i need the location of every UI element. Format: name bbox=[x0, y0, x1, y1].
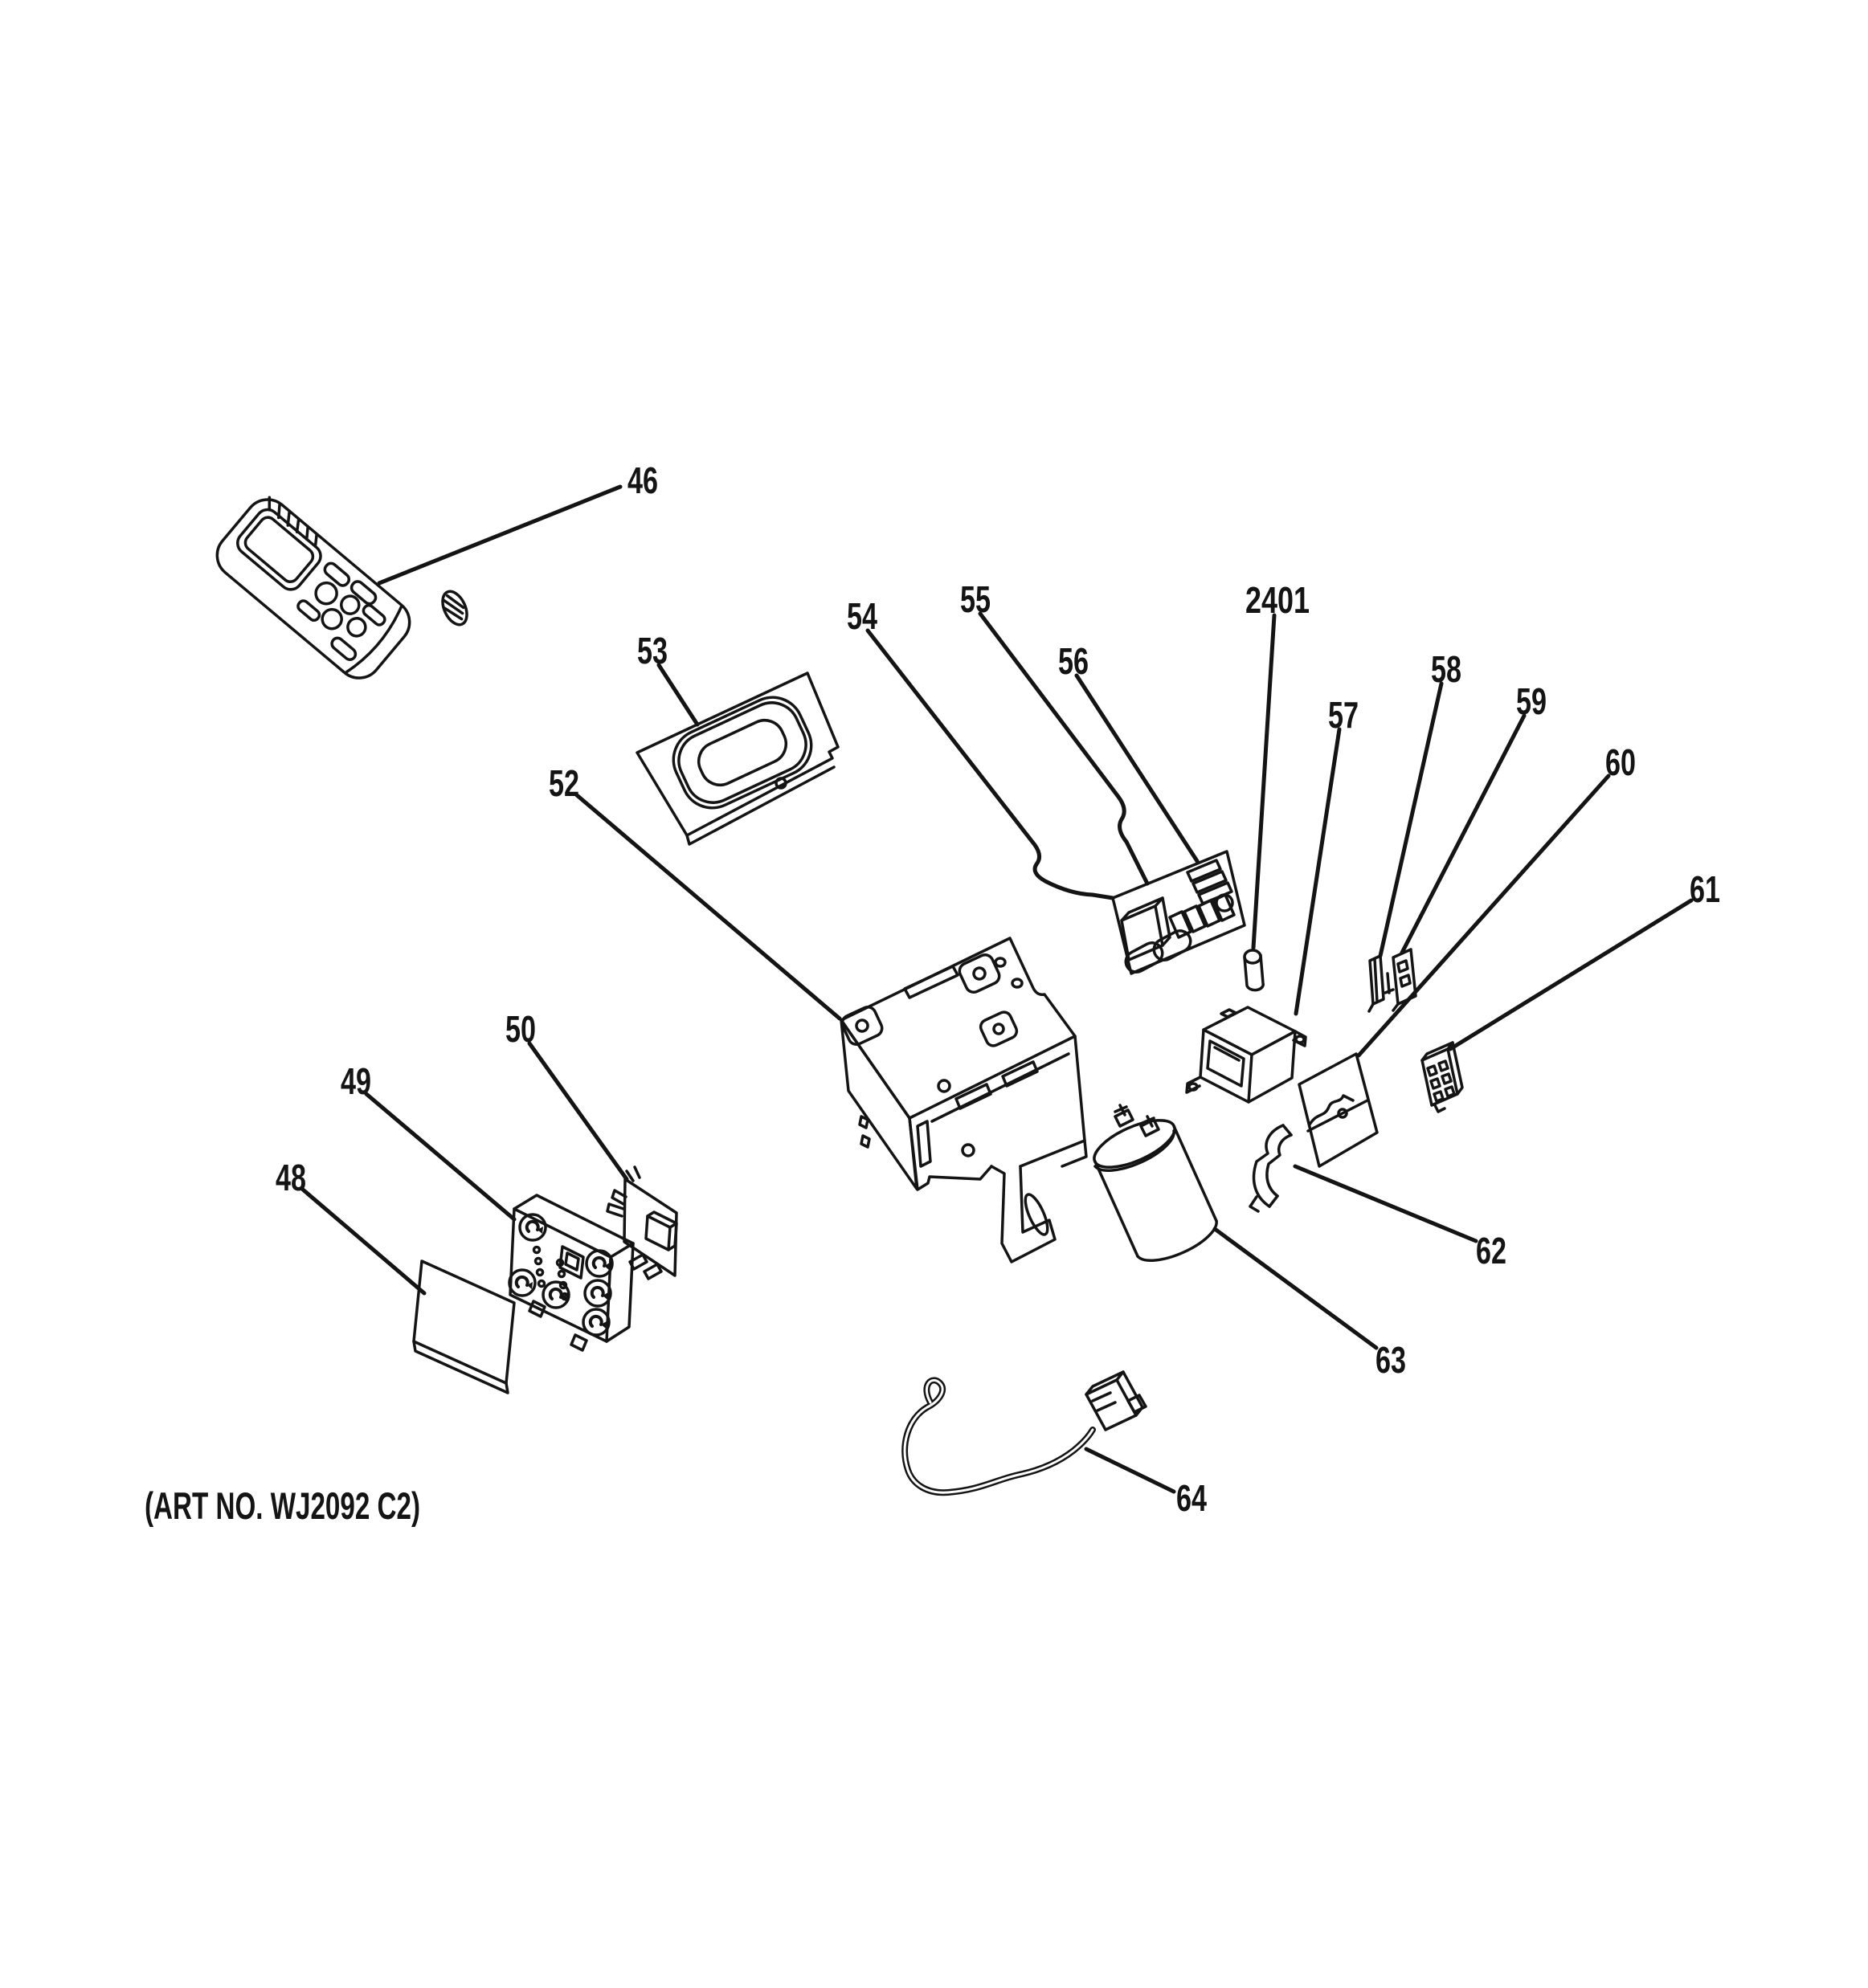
run-capacitor bbox=[1093, 1104, 1218, 1262]
leader-line-55 bbox=[978, 611, 1150, 886]
part-callout-62: 62 bbox=[1476, 1230, 1506, 1272]
power-control-board bbox=[1111, 850, 1246, 975]
capacitor-strap bbox=[1249, 1124, 1293, 1213]
leader-line-64 bbox=[1084, 1447, 1176, 1494]
leader-line-60 bbox=[1356, 774, 1611, 1058]
part-callout-57: 57 bbox=[1328, 694, 1359, 736]
part-callout-2401: 2401 bbox=[1245, 579, 1310, 621]
part-callout-58: 58 bbox=[1431, 648, 1461, 690]
part-callout-56: 56 bbox=[1058, 640, 1089, 682]
leader-line-46 bbox=[377, 484, 623, 586]
part-callout-49: 49 bbox=[341, 1060, 371, 1102]
leader-line-59 bbox=[1400, 713, 1527, 955]
leader-line-53 bbox=[656, 663, 700, 727]
part-callout-64: 64 bbox=[1176, 1477, 1207, 1519]
part-callout-59: 59 bbox=[1516, 680, 1547, 722]
wire-harness bbox=[901, 1370, 1147, 1496]
remote-ir-window bbox=[441, 590, 468, 627]
part-callout-60: 60 bbox=[1605, 741, 1636, 783]
leader-line-49 bbox=[364, 1092, 517, 1222]
part-callout-54: 54 bbox=[847, 595, 877, 637]
part-callout-50: 50 bbox=[505, 1008, 536, 1050]
leader-line-57 bbox=[1294, 727, 1342, 1016]
terminal-clip-right bbox=[1384, 948, 1417, 1012]
part-callout-53: 53 bbox=[637, 630, 668, 672]
leader-line-62 bbox=[1293, 1164, 1478, 1243]
bracket-plate bbox=[1298, 1052, 1379, 1168]
part-callout-63: 63 bbox=[1375, 1339, 1406, 1381]
part-callout-46: 46 bbox=[627, 459, 658, 501]
part-callout-61: 61 bbox=[1690, 868, 1720, 910]
leader-line-61 bbox=[1448, 898, 1694, 1051]
part-callout-48: 48 bbox=[276, 1157, 306, 1198]
leader-line-48 bbox=[300, 1187, 427, 1296]
cover-gasket-plate bbox=[636, 672, 840, 846]
insulation-sheet bbox=[412, 1259, 516, 1394]
leader-line-54 bbox=[865, 628, 1115, 900]
callouts-layer: 46 53 52 54 55 56 2401 57 58 59 60 61 62 63 64 49 48 50 bbox=[276, 459, 1720, 1519]
terminal-clip-left bbox=[1367, 954, 1385, 1013]
control-board bbox=[606, 1165, 678, 1280]
control-mounting-bracket bbox=[840, 937, 1088, 1263]
transformer bbox=[1185, 1006, 1307, 1104]
terminal-block bbox=[1420, 1041, 1464, 1113]
remote-control bbox=[215, 496, 468, 680]
leader-line-56 bbox=[1074, 673, 1200, 863]
leader-line-50 bbox=[527, 1041, 629, 1182]
leader-line-63 bbox=[1212, 1227, 1379, 1350]
leader-line-52 bbox=[574, 793, 842, 1021]
part-callout-52: 52 bbox=[549, 762, 579, 804]
control-box bbox=[508, 1194, 635, 1352]
leader-line-2401 bbox=[1251, 613, 1277, 950]
spacer-pin bbox=[1243, 949, 1265, 992]
leader-line-58 bbox=[1378, 681, 1444, 958]
art-number-text: (ART NO. WJ2092 C2) bbox=[145, 1484, 420, 1527]
part-callout-55: 55 bbox=[960, 578, 991, 620]
